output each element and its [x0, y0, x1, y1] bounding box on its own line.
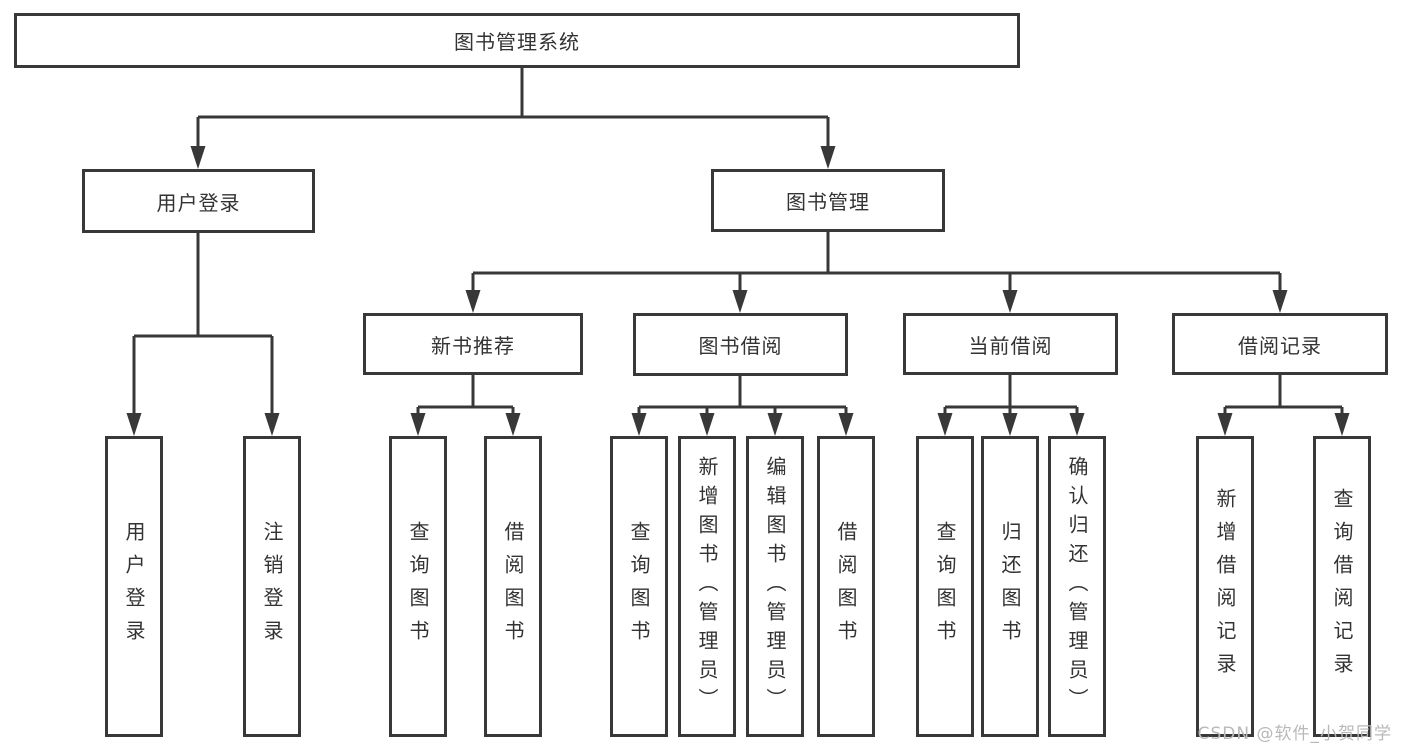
node-current-borrow: 当前借阅: [903, 313, 1118, 375]
node-label: 确认归还（管理员）: [1065, 456, 1089, 717]
arrowhead-icon: [1217, 413, 1233, 436]
node-book-borrow: 图书借阅: [633, 313, 848, 376]
node-label: 查询图书: [933, 520, 957, 653]
node-label: 用户登录: [122, 520, 146, 653]
node-leaf-bb-query-book: 查询图书: [610, 436, 668, 737]
node-root: 图书管理系统: [14, 13, 1020, 68]
node-label: 借阅记录: [1238, 333, 1322, 358]
arrowhead-icon: [732, 290, 748, 313]
node-leaf-user-login: 用户登录: [105, 436, 163, 737]
node-label: 归还图书: [998, 520, 1022, 653]
arrowhead-icon: [264, 413, 280, 436]
arrowhead-icon: [1334, 413, 1350, 436]
arrowhead-icon: [126, 413, 142, 436]
arrowhead-icon: [1002, 413, 1018, 436]
node-label: 借阅图书: [834, 520, 858, 653]
node-leaf-cb-query-book: 查询图书: [916, 436, 974, 737]
arrowhead-icon: [820, 146, 836, 169]
watermark: CSDN @软件_小贺同学: [1197, 724, 1392, 744]
node-leaf-nbr-query-book: 查询图书: [389, 436, 447, 737]
node-label: 新增图书（管理员）: [695, 456, 719, 717]
node-borrow-records: 借阅记录: [1172, 313, 1388, 375]
node-leaf-nbr-borrow-book: 借阅图书: [484, 436, 542, 737]
node-label: 注销登录: [260, 520, 284, 653]
node-label: 图书管理: [786, 190, 870, 214]
node-leaf-br-query-record: 查询借阅记录: [1313, 436, 1371, 737]
node-label: 用户登录: [156, 190, 241, 215]
arrowhead-icon: [838, 413, 854, 436]
arrowhead-icon: [1272, 290, 1288, 313]
arrowhead-icon: [631, 413, 647, 436]
node-leaf-bb-add-book-admin: 新增图书（管理员）: [678, 436, 736, 737]
node-label: 新书推荐: [431, 333, 515, 358]
arrowhead-icon: [465, 290, 481, 313]
node-label: 查询图书: [406, 520, 430, 653]
node-leaf-br-add-record: 新增借阅记录: [1196, 436, 1254, 737]
node-label: 借阅图书: [501, 520, 525, 653]
node-label: 查询借阅记录: [1330, 487, 1354, 686]
arrowhead-icon: [937, 413, 953, 436]
node-label: 新增借阅记录: [1213, 487, 1237, 686]
arrowhead-icon: [699, 413, 715, 436]
node-label: 图书借阅: [698, 334, 783, 358]
arrowhead-icon: [505, 413, 521, 436]
node-leaf-cb-confirm-return-admin: 确认归还（管理员）: [1048, 436, 1106, 737]
node-new-book-recommend: 新书推荐: [363, 313, 583, 375]
arrowhead-icon: [767, 413, 783, 436]
node-book-management: 图书管理: [711, 169, 945, 232]
node-user-login: 用户登录: [82, 169, 315, 233]
node-leaf-bb-edit-book-admin: 编辑图书（管理员）: [746, 436, 804, 737]
node-label: 编辑图书（管理员）: [763, 456, 787, 717]
arrowhead-icon: [190, 146, 206, 169]
node-label: 图书管理系统: [454, 30, 580, 54]
node-label: 当前借阅: [968, 333, 1053, 358]
arrowhead-icon: [1069, 413, 1085, 436]
node-label: 查询图书: [627, 520, 651, 653]
node-leaf-logout: 注销登录: [243, 436, 301, 737]
node-leaf-cb-return-book: 归还图书: [981, 436, 1039, 737]
node-leaf-bb-borrow-book: 借阅图书: [817, 436, 875, 737]
arrowhead-icon: [1002, 290, 1018, 313]
arrowhead-icon: [410, 413, 426, 436]
